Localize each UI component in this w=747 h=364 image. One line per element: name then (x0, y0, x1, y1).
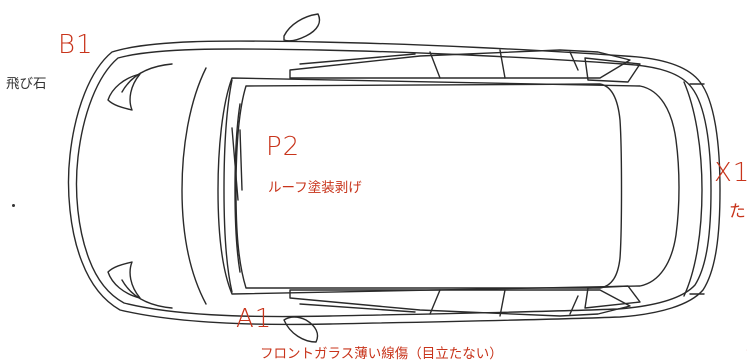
mirror-bottom (283, 316, 319, 343)
label-x1-code: X1 (714, 158, 747, 188)
label-x1-note: リアバンパー目立た (725, 202, 747, 354)
edge-dot (12, 204, 15, 207)
label-b1-note: 飛び石 (6, 76, 47, 92)
label-a1-note: フロントガラス薄い線傷（目立たない） (260, 346, 503, 362)
label-p2-code: P2 (266, 132, 301, 162)
mirror-top (283, 13, 321, 42)
car-roof-outline (217, 77, 680, 295)
label-a1-code: A1 (236, 304, 273, 334)
car-body-outline (67, 40, 721, 326)
label-p2-note: ルーフ塗装剥げ (268, 180, 362, 196)
label-b1-code: B1 (58, 30, 94, 60)
